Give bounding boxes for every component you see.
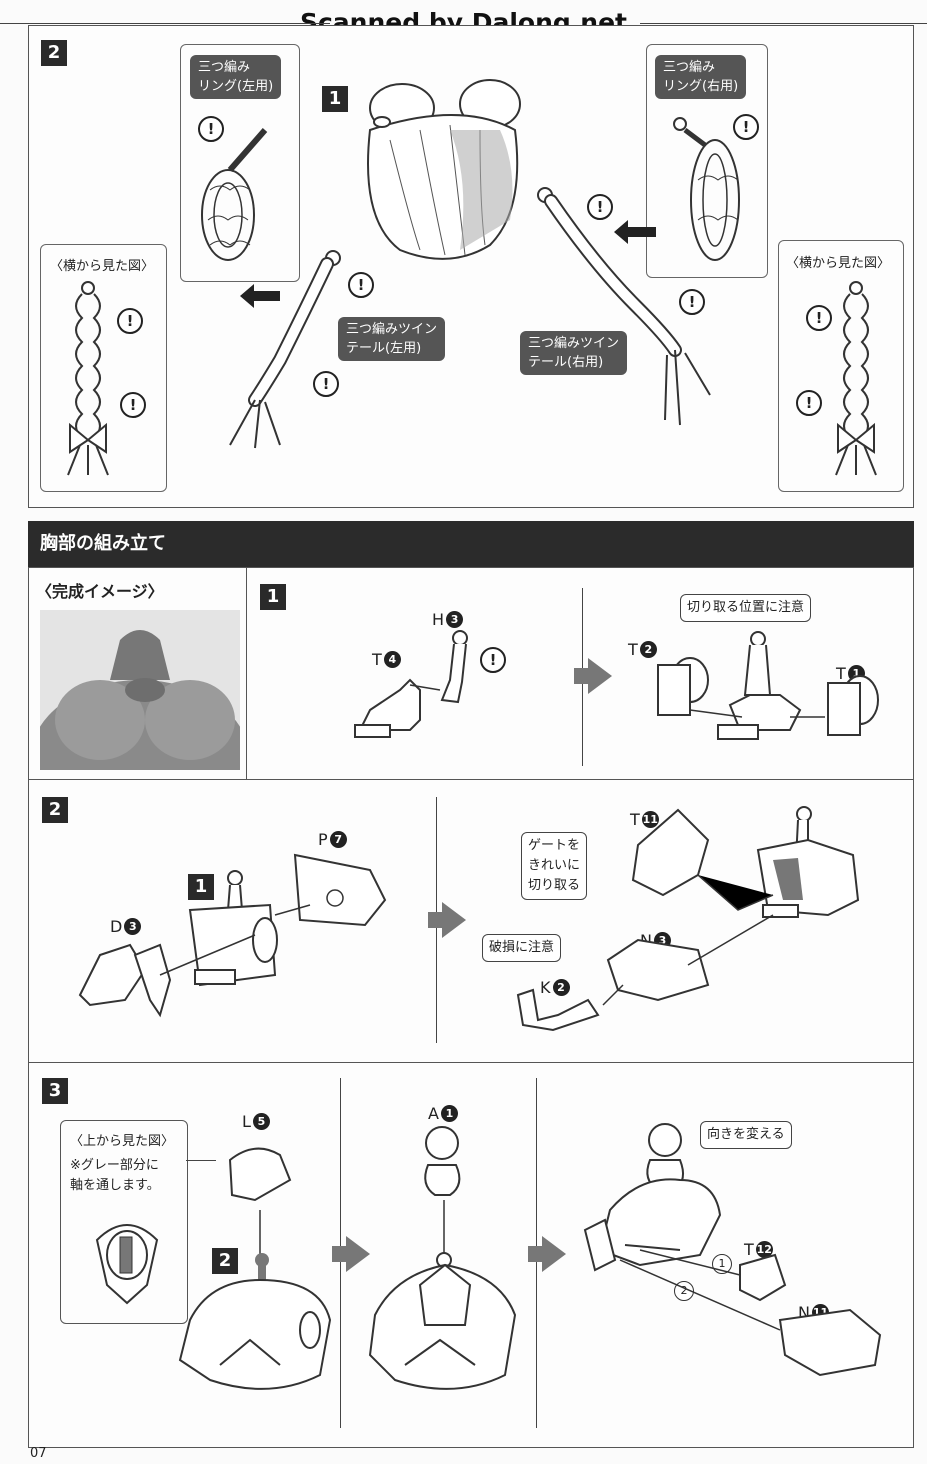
title-rule-right xyxy=(640,23,927,24)
warning-icon: ! xyxy=(806,305,832,331)
top-view-label: 〈上から見た図〉 xyxy=(70,1134,175,1149)
side-view-right-label: 〈横から見た図〉 xyxy=(786,256,891,271)
part-letter: A xyxy=(428,1104,439,1123)
part-number: 11 xyxy=(641,811,659,828)
part-letter: D xyxy=(110,917,123,936)
side-view-left-label: 〈横から見た図〉 xyxy=(50,259,155,274)
part-letter: N xyxy=(798,1303,810,1322)
part-letter: L xyxy=(242,1112,251,1131)
warning-icon: ! xyxy=(679,289,705,315)
twintail-left-label: 三つ編みツイン テール(左用) xyxy=(338,317,446,361)
part-number: 5 xyxy=(252,1113,270,1130)
part-number: 7 xyxy=(329,831,347,848)
step-arrow-icon xyxy=(528,1236,566,1272)
part-number: 2 xyxy=(639,641,657,658)
warning-icon: ! xyxy=(733,114,759,140)
ring-right-label: 三つ編み リング(右用) xyxy=(655,55,747,99)
ring-left-label: 三つ編み リング(左用) xyxy=(190,55,282,99)
part-label-K2: K 2 xyxy=(540,978,570,997)
part-label-H3: H 3 xyxy=(432,610,464,629)
step3-right-drawing xyxy=(583,1123,882,1377)
callout-line xyxy=(186,1160,216,1161)
cut-position-note: 切り取る位置に注意 xyxy=(680,594,812,622)
swap-arrow-icon xyxy=(614,220,656,244)
step-number: 2 xyxy=(42,797,68,823)
part-letter: T xyxy=(836,664,846,683)
part-label-A1: A 1 xyxy=(428,1104,458,1123)
step-number: 2 xyxy=(41,40,67,66)
damage-note: 破損に注意 xyxy=(482,934,562,962)
chest-step2-panel xyxy=(28,779,914,1064)
step3-left-drawing xyxy=(178,1147,332,1390)
part-label-T11: T 11 xyxy=(630,810,659,829)
section-header: 胸部の組み立て xyxy=(28,521,914,567)
warning-icon: ! xyxy=(348,272,374,298)
completed-image-label: 〈完成イメージ〉 xyxy=(36,582,164,601)
part-label-T2: T 2 xyxy=(628,640,657,659)
step-arrow-icon xyxy=(332,1236,370,1272)
braid-side-left-drawing xyxy=(67,281,109,476)
part-letter: H xyxy=(432,610,445,629)
sub-step-number: 1 xyxy=(322,86,348,112)
direction-note: 向きを変える xyxy=(700,1121,792,1149)
part-label-D3: D 3 xyxy=(110,917,142,936)
warning-icon: ! xyxy=(313,371,339,397)
sub-step-ref: 2 xyxy=(212,1248,238,1274)
step-arrow-icon xyxy=(574,658,612,694)
part-label-L5: L 5 xyxy=(242,1112,270,1131)
part-number: 4 xyxy=(383,651,401,668)
completed-chest-photo xyxy=(40,610,240,770)
step1-assembly-drawing xyxy=(657,631,879,740)
part-letter: T xyxy=(630,810,640,829)
top-view-drawing xyxy=(95,1224,159,1305)
warning-icon: ! xyxy=(480,647,506,673)
part-number: 12 xyxy=(755,1241,773,1258)
part-letter: T xyxy=(628,640,638,659)
page-number: 07 xyxy=(30,1446,47,1461)
warning-icon: ! xyxy=(120,392,146,418)
part-letter: T xyxy=(744,1240,754,1259)
twintail-right-label: 三つ編みツイン テール(右用) xyxy=(520,331,628,375)
head-hair-drawing xyxy=(367,79,521,260)
warning-icon: ! xyxy=(198,116,224,142)
step-number: 3 xyxy=(42,1078,68,1104)
part-number: 3 xyxy=(124,918,142,935)
title-rule-left xyxy=(0,23,330,24)
part-number: 2 xyxy=(552,979,570,996)
part-label-P7: P 7 xyxy=(318,830,347,849)
part-number: 1 xyxy=(440,1105,458,1122)
warning-icon: ! xyxy=(117,308,143,334)
step2-left-drawing xyxy=(78,853,387,1018)
twintail-right-drawing xyxy=(537,187,711,426)
twintail-left-drawing xyxy=(229,250,341,449)
warning-icon: ! xyxy=(587,194,613,220)
sub-step-ref: 1 xyxy=(188,874,214,900)
step-number: 1 xyxy=(260,584,286,610)
braid-ring-right-drawing xyxy=(673,117,740,261)
step3-middle-drawing xyxy=(368,1126,517,1390)
top-view-note: ※グレー部分に 軸を通します。 xyxy=(70,1158,160,1193)
braid-side-right-drawing xyxy=(835,281,877,476)
gate-note: ゲートを きれいに 切り取る xyxy=(521,832,588,900)
step-arrow-icon xyxy=(428,902,466,938)
part-letter: K xyxy=(540,978,551,997)
step1-parts-drawing xyxy=(354,630,468,738)
part-label-T4: T 4 xyxy=(372,650,401,669)
part-number: 3 xyxy=(446,611,464,628)
step2-right-drawing xyxy=(516,806,860,1032)
part-label-T12: T 12 xyxy=(744,1240,773,1259)
braid-ring-left-drawing xyxy=(201,128,268,261)
part-letter: P xyxy=(318,830,328,849)
swap-arrow-icon xyxy=(240,284,280,308)
part-letter: T xyxy=(372,650,382,669)
warning-icon: ! xyxy=(796,390,822,416)
